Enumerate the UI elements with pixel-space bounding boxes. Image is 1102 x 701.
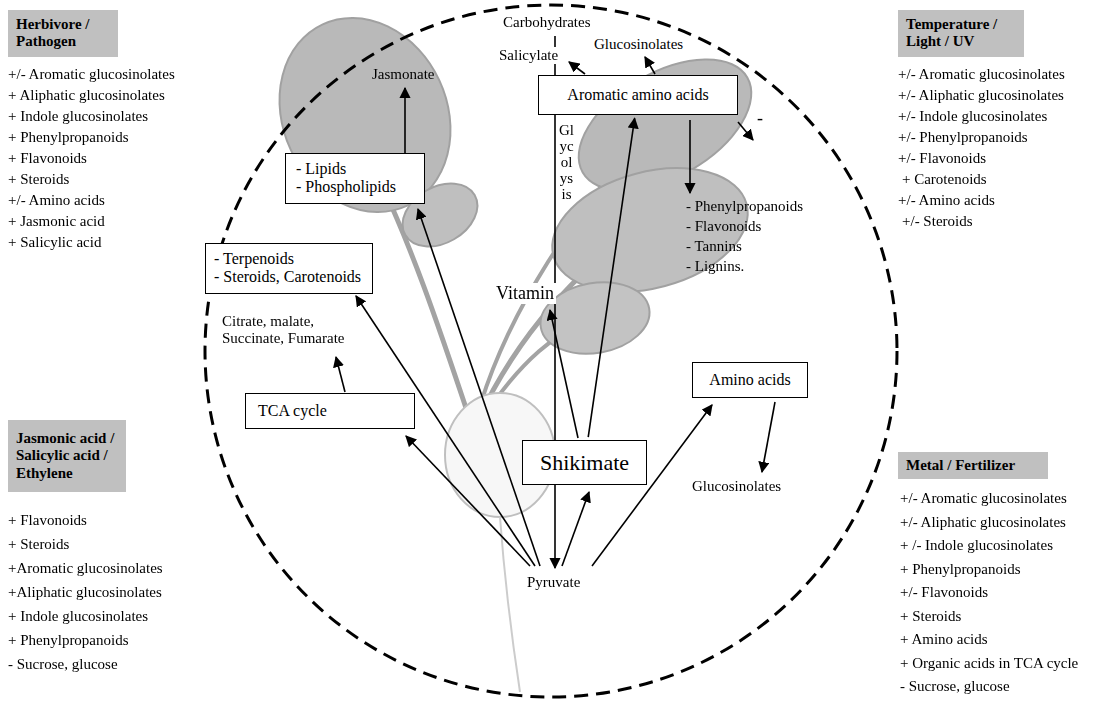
effect-list-item: +/- Indole glucosinolates — [898, 108, 1047, 125]
pathway-arrow — [550, 310, 578, 438]
sign-label: - — [757, 108, 763, 129]
box-text: Shikimate — [529, 450, 640, 475]
effect-list-item: + Flavonoids — [8, 150, 87, 167]
condition-box: Jasmonic acid / Salicylic acid / Ethylen… — [8, 420, 126, 492]
effect-list-item: + Flavonoids — [8, 512, 87, 529]
box-text: TCA cycle — [258, 402, 402, 420]
metabolite-label: Pyruvate — [527, 574, 580, 591]
effect-list-item: +/- Flavonoids — [898, 150, 986, 167]
effect-list-item: +/- Aliphatic glucosinolates — [900, 514, 1066, 531]
pathway-arrow — [738, 122, 753, 140]
metabolite-label: Citrate, malate, Succinate, Fumarate — [222, 313, 372, 348]
effect-list-item: + Steroids — [900, 608, 961, 625]
pathway-arrow — [588, 118, 634, 437]
effect-list-item: +/- Aliphatic glucosinolates — [898, 87, 1064, 104]
box-text: - Steroids, Carotenoids — [214, 268, 364, 286]
metabolite-box: - Lipids- Phospholipids — [285, 153, 425, 204]
effect-list-item: +/- Amino acids — [8, 192, 105, 209]
metabolite-box: Amino acids — [692, 362, 808, 398]
effect-list-item: +/- Aromatic glucosinolates — [900, 490, 1067, 507]
pathway-arrow — [404, 88, 406, 153]
pathway-label: Glycolysis — [559, 122, 574, 202]
box-text: Jasmonic acid / Salicylic acid / Ethylen… — [16, 430, 118, 482]
effect-list-item: +/- Phenylpropanoids — [898, 129, 1028, 146]
dashed-boundary — [205, 5, 897, 697]
box-text: - Phospholipids — [296, 178, 414, 196]
metabolite-label: Glucosinolates — [592, 36, 685, 53]
effect-list-item: + Aliphatic glucosinolates — [8, 87, 165, 104]
box-text: Herbivore / Pathogen — [16, 16, 110, 51]
condition-box: Herbivore / Pathogen — [8, 10, 118, 57]
effect-list-item: + Phenylpropanoids — [8, 632, 129, 649]
taproot — [500, 517, 520, 692]
effect-list-item: +/- Amino acids — [898, 192, 995, 209]
box-text: - Terpenoids — [214, 250, 364, 268]
metabolite-label: Glucosinolates — [692, 478, 781, 495]
effect-list-item: + Indole glucosinolates — [8, 108, 148, 125]
box-text: Amino acids — [699, 371, 801, 389]
box-text: Aromatic amino acids — [547, 86, 729, 104]
effect-list-item: +/- Steroids — [902, 213, 973, 230]
pathway-arrow — [562, 492, 589, 566]
metabolite-label: - Flavonoids — [686, 218, 761, 235]
effect-list-item: + Organic acids in TCA cycle — [900, 655, 1078, 672]
condition-box: Temperature / Light / UV — [898, 10, 1024, 57]
effect-list-item: + Phenylpropanoids — [8, 129, 129, 146]
effect-list-item: + Steroids — [8, 171, 69, 188]
metabolite-box: Aromatic amino acids — [538, 75, 738, 115]
metabolite-label: Jasmonate — [372, 66, 434, 83]
effect-list-item: + Phenylpropanoids — [900, 561, 1021, 578]
effect-list-item: + Indole glucosinolates — [8, 608, 148, 625]
pathway-arrow — [645, 57, 655, 74]
box-text: Metal / Fertilizer — [906, 457, 1040, 474]
effect-list-item: + Salicylic acid — [8, 234, 101, 251]
pathway-label: Carbohydrates — [503, 14, 590, 31]
effect-list-item: + Steroids — [8, 536, 69, 553]
effect-list-item: - Sucrose, glucose — [900, 678, 1010, 695]
pathway-arrow — [336, 357, 345, 392]
metabolite-label: - Phenylpropanoids — [686, 198, 803, 215]
effect-list-item: +/- Aromatic glucosinolates — [898, 66, 1065, 83]
metabolite-box: - Terpenoids- Steroids, Carotenoids — [205, 243, 373, 294]
condition-box: Metal / Fertilizer — [898, 452, 1048, 479]
effect-list-item: + /- Indole glucosinolates — [900, 537, 1053, 554]
effect-list-item: - Sucrose, glucose — [8, 656, 118, 673]
pathway-arrow — [689, 120, 691, 193]
box-text: - Lipids — [296, 160, 414, 178]
pathway-arrow — [762, 402, 775, 472]
effect-list-item: + Jasmonic acid — [8, 213, 105, 230]
pathway-arrow — [406, 436, 530, 566]
metabolite-label: Salicylate — [497, 47, 560, 64]
pathway-arrow — [356, 296, 535, 566]
effect-list-item: +/- Flavonoids — [900, 584, 988, 601]
effect-list-item: + Amino acids — [900, 631, 988, 648]
metabolite-label: Vitamin — [494, 283, 556, 304]
effect-list-item: +/- Aromatic glucosinolates — [8, 66, 175, 83]
pathway-box: TCA cycle — [245, 393, 415, 429]
pathway-arrow — [569, 62, 585, 74]
effect-list-item: +Aromatic glucosinolates — [8, 560, 163, 577]
metabolite-label: - Tannins — [686, 238, 742, 255]
effect-list-item: + Carotenoids — [902, 171, 987, 188]
pathway-box: Shikimate — [522, 440, 647, 485]
effect-list-item: +Aliphatic glucosinolates — [8, 584, 162, 601]
box-text: Temperature / Light / UV — [906, 16, 1016, 51]
metabolite-label: - Lignins. — [686, 258, 744, 275]
